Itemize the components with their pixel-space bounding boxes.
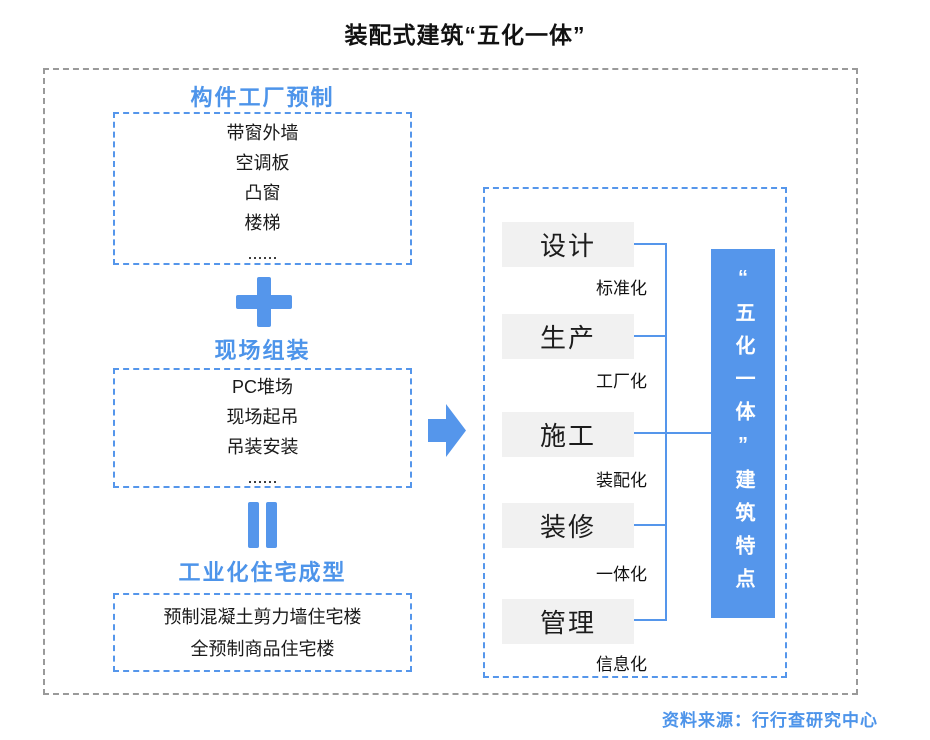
page-title: 装配式建筑“五化一体” [344,22,586,48]
stage-tag-assembly: 装配化 [596,471,647,490]
stage-box-management: 管理 [502,599,634,644]
stage-box-design: 设计 [502,222,634,267]
five-modernizations-panel: 设计 标准化 生产 工厂化 施工 装配化 装修 一体化 管理 信息化 “五化一体… [483,187,787,678]
equals-bar [248,502,259,548]
connector-line [634,243,667,245]
connector-line [634,619,667,621]
ellipsis-item: ...... [247,467,278,487]
connector-line [634,432,711,434]
result-box: “五化一体”建筑特点 [711,249,775,618]
connector-line [634,524,667,526]
ellipsis-item: ...... [247,243,278,263]
connector-line [634,335,667,337]
stage-tag-standardization: 标准化 [596,279,647,298]
plus-icon [236,277,292,327]
step1-heading: 构件工厂预制 [190,85,335,110]
list-item: 吊装安装 [226,437,299,457]
step2-item-box: PC堆场 现场起吊 吊装安装 ...... [113,368,412,488]
list-item: 现场起吊 [226,407,299,427]
stage-box-production: 生产 [502,314,634,359]
list-item: 全预制商品住宅楼 [190,639,335,659]
stage-tag-information: 信息化 [596,655,647,674]
list-item: 楼梯 [244,213,281,233]
stage-tag-factory: 工厂化 [596,372,647,391]
equals-icon [248,502,277,548]
list-item: 空调板 [235,153,290,173]
list-item: 带窗外墙 [226,123,299,143]
equals-bar [266,502,277,548]
stage-box-decoration: 装修 [502,503,634,548]
connector-spine [665,243,667,621]
stage-tag-integration: 一体化 [596,565,647,584]
source-note: 资料来源：行行查研究中心 [662,711,878,730]
diagram-outer-border [43,68,858,695]
step2-heading: 现场组装 [214,338,311,363]
step1-item-box: 带窗外墙 空调板 凸窗 楼梯 ...... [113,112,412,265]
step3-heading: 工业化住宅成型 [178,560,347,585]
step3-item-box: 预制混凝土剪力墙住宅楼 全预制商品住宅楼 [113,593,412,672]
result-label: “五化一体”建筑特点 [732,266,754,601]
list-item: 凸窗 [244,183,281,203]
list-item: 预制混凝土剪力墙住宅楼 [163,607,362,627]
right-arrow-icon [428,404,466,457]
stage-box-construction: 施工 [502,412,634,457]
list-item: PC堆场 [231,377,293,397]
